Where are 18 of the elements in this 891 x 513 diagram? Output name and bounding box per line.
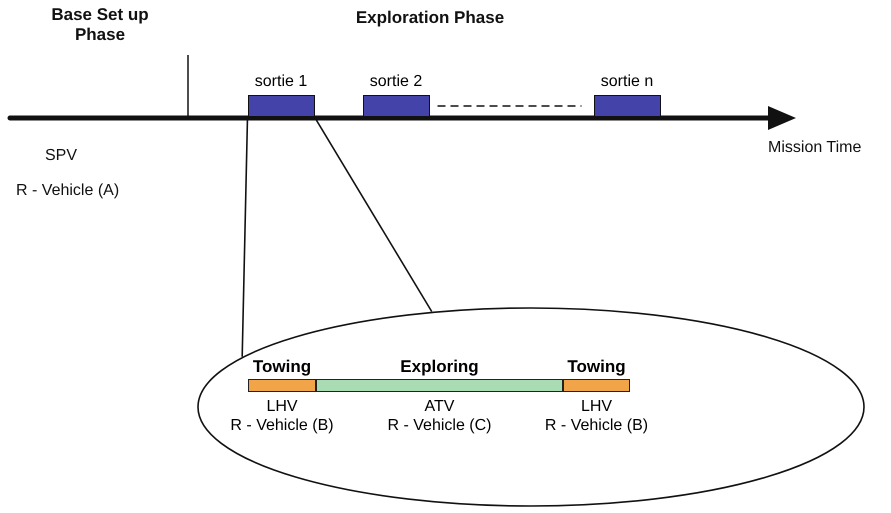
sortie-label: sortie 1	[254, 72, 308, 92]
phase-heading: Towing	[567, 357, 626, 377]
sortie-label: sortie n	[600, 72, 654, 92]
sortie-label: sortie 2	[370, 72, 422, 92]
text-label: SPV	[45, 146, 78, 166]
vehicle-label: LHV	[266, 397, 298, 416]
vehicle-label: R - Vehicle (C)	[387, 416, 492, 435]
vehicle-label: R - Vehicle (B)	[230, 416, 334, 435]
phase-title: Base Set up Phase	[50, 5, 150, 46]
vehicle-label: LHV	[580, 397, 612, 416]
text-label: Mission Time	[768, 138, 862, 158]
phase-heading: Exploring	[400, 357, 479, 377]
phase-title: Exploration Phase	[354, 8, 506, 28]
vehicle-label: ATV	[424, 397, 454, 416]
phase-heading: Towing	[252, 357, 312, 377]
dashed-line	[438, 105, 582, 107]
vehicle-label: R - Vehicle (B)	[544, 416, 648, 435]
text-label: R - Vehicle (A)	[16, 181, 120, 200]
